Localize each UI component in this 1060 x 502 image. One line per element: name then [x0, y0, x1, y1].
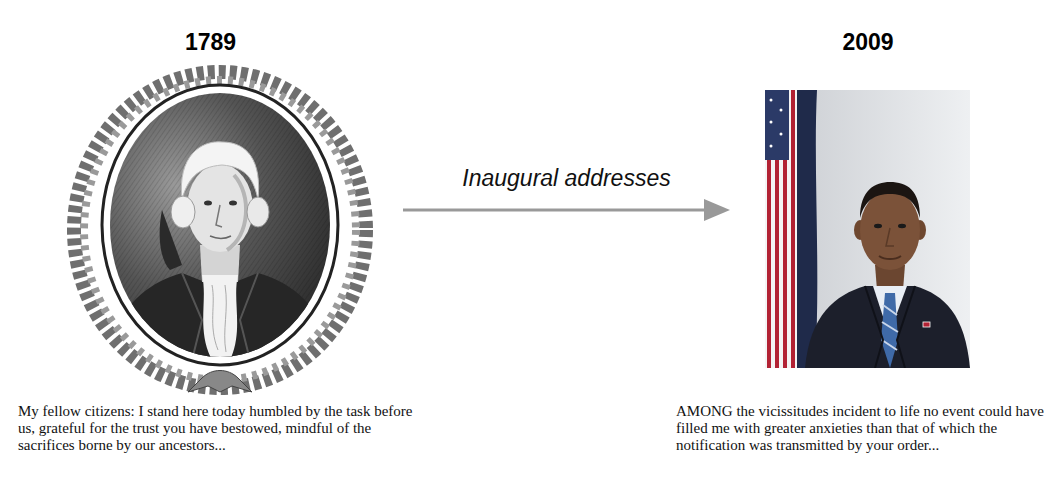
face: [860, 190, 920, 270]
hair: [860, 182, 920, 218]
wig-curl: [171, 196, 195, 228]
quote-text: My fellow citizens: I stand here today h…: [18, 403, 418, 454]
suit-lapel: [865, 286, 915, 368]
flag-canton: [765, 90, 789, 160]
picture-area: [730, 56, 1050, 403]
flag-star: [780, 133, 783, 136]
eye: [204, 201, 212, 206]
portrait-panel: 2009AMONG the vicissitudes incident to l…: [730, 28, 1050, 454]
nose: [216, 205, 222, 227]
wig-curl: [247, 197, 269, 227]
flag-star: [780, 109, 783, 112]
portrait-frame: [102, 85, 338, 365]
edge-label: Inaugural addresses: [459, 164, 673, 192]
official-photo: [765, 90, 970, 368]
nose: [886, 228, 894, 246]
face-shading: [227, 175, 246, 250]
wreath-ribbon: [188, 371, 252, 393]
flag-pin: [923, 322, 930, 327]
year-heading: 1789: [18, 28, 403, 56]
eye: [229, 201, 237, 206]
connector-line: [403, 209, 704, 212]
wig: [181, 142, 258, 200]
flag-star: [770, 121, 773, 124]
arrowhead: [704, 199, 730, 221]
coat: [102, 273, 338, 380]
eye: [874, 224, 882, 228]
flag-star: [770, 145, 773, 148]
face: [187, 164, 253, 252]
jabot: [202, 275, 238, 360]
flag-star: [770, 99, 773, 102]
quote-text: AMONG the vicissitudes incident to life …: [676, 403, 1056, 454]
engraved-portrait: [62, 60, 382, 395]
year-heading: 2009: [730, 28, 1006, 56]
mouth: [879, 256, 901, 259]
laurel-wreath: [84, 80, 356, 380]
photo-background: [765, 90, 970, 368]
flag-stripe: [765, 90, 797, 368]
laurel-wreath: [74, 72, 366, 388]
flag-stripe: [791, 90, 795, 368]
jabot-folds: [212, 285, 226, 352]
picture-area: [18, 56, 403, 403]
mouth: [210, 236, 231, 238]
portrait-panel: 1789My fellow citizens: I stand here tod…: [18, 28, 403, 454]
second-flag: [797, 90, 817, 368]
arrow-connector: [403, 199, 730, 221]
suit: [805, 286, 970, 368]
us-flag: [765, 90, 797, 368]
eye: [898, 224, 906, 228]
tie-stripes: [882, 305, 898, 350]
coat-lapel: [182, 273, 258, 360]
tie: [881, 293, 898, 368]
